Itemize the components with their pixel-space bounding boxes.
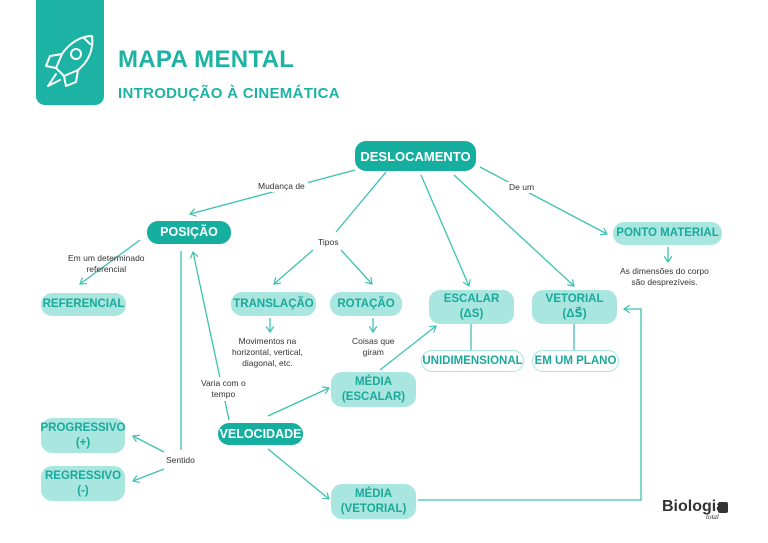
edge-media-vetorial-vetorial bbox=[418, 309, 642, 501]
book-icon bbox=[718, 502, 728, 513]
edge-velocidade-media-escalar bbox=[267, 388, 329, 417]
node-referencial[interactable]: REFERENCIAL bbox=[41, 293, 126, 316]
edge-sentido-regressivo bbox=[133, 468, 165, 481]
node-vetorial[interactable]: VETORIAL (ΔS⃗) bbox=[532, 290, 617, 324]
node-progressivo[interactable]: PROGRESSIVO (+) bbox=[41, 418, 126, 453]
node-ponto-material[interactable]: PONTO MATERIAL bbox=[613, 222, 722, 245]
edge-velocidade-media-vetorial bbox=[267, 448, 329, 499]
node-em-um-plano[interactable]: EM UM PLANO bbox=[532, 350, 619, 372]
label-de-um: De um bbox=[506, 182, 538, 193]
label-dimensoes: As dimensões do corpo são desprezíveis. bbox=[620, 266, 709, 287]
label-varia-com-tempo: Varia com o tempo bbox=[199, 377, 248, 401]
label-sentido: Sentido bbox=[164, 455, 197, 466]
node-translacao[interactable]: TRANSLAÇÃO bbox=[231, 292, 316, 316]
header-badge bbox=[36, 0, 104, 105]
node-media-escalar[interactable]: MÉDIA (ESCALAR) bbox=[331, 372, 416, 407]
label-coisas-que-giram: Coisas que giram bbox=[352, 336, 395, 357]
node-velocidade[interactable]: VELOCIDADE bbox=[218, 423, 303, 445]
page-subtitle: INTRODUÇÃO À CINEMÁTICA bbox=[118, 85, 340, 102]
label-mudanca-de: Mudança de bbox=[255, 181, 308, 192]
edge-desl-ponto bbox=[479, 166, 607, 234]
rocket-icon bbox=[45, 35, 94, 87]
edge-desl-escalar bbox=[420, 174, 469, 286]
label-em-um-determinado: Em um determinado referencial bbox=[68, 253, 145, 274]
edge-tipos-rotacao bbox=[340, 249, 372, 284]
label-tipos: Tipos bbox=[315, 237, 342, 248]
node-escalar[interactable]: ESCALAR (ΔS) bbox=[429, 290, 514, 324]
node-rotacao[interactable]: ROTAÇÃO bbox=[330, 292, 402, 316]
edge-posicao-referencial bbox=[80, 239, 141, 284]
node-deslocamento[interactable]: DESLOCAMENTO bbox=[355, 141, 476, 171]
edge-tipos-translacao bbox=[274, 249, 314, 284]
label-movimentos: Movimentos na horizontal, vertical, diag… bbox=[232, 336, 303, 368]
node-media-vetorial[interactable]: MÉDIA (VETORIAL) bbox=[331, 484, 416, 519]
brand-logo: Biologia bbox=[662, 498, 726, 515]
edge-desl-posicao bbox=[190, 169, 356, 214]
edge-sentido-progressivo bbox=[133, 436, 165, 453]
edge-media-escalar-escalar bbox=[379, 326, 436, 371]
edge-desl-tipos bbox=[335, 171, 387, 233]
node-posicao[interactable]: POSIÇÃO bbox=[147, 221, 231, 244]
page-title: MAPA MENTAL bbox=[118, 46, 295, 73]
node-regressivo[interactable]: REGRESSIVO (-) bbox=[41, 466, 125, 501]
node-unidimensional[interactable]: UNIDIMENSIONAL bbox=[421, 350, 524, 372]
edge-desl-vetorial bbox=[453, 174, 574, 286]
brand-logo-sub: total bbox=[706, 513, 719, 521]
